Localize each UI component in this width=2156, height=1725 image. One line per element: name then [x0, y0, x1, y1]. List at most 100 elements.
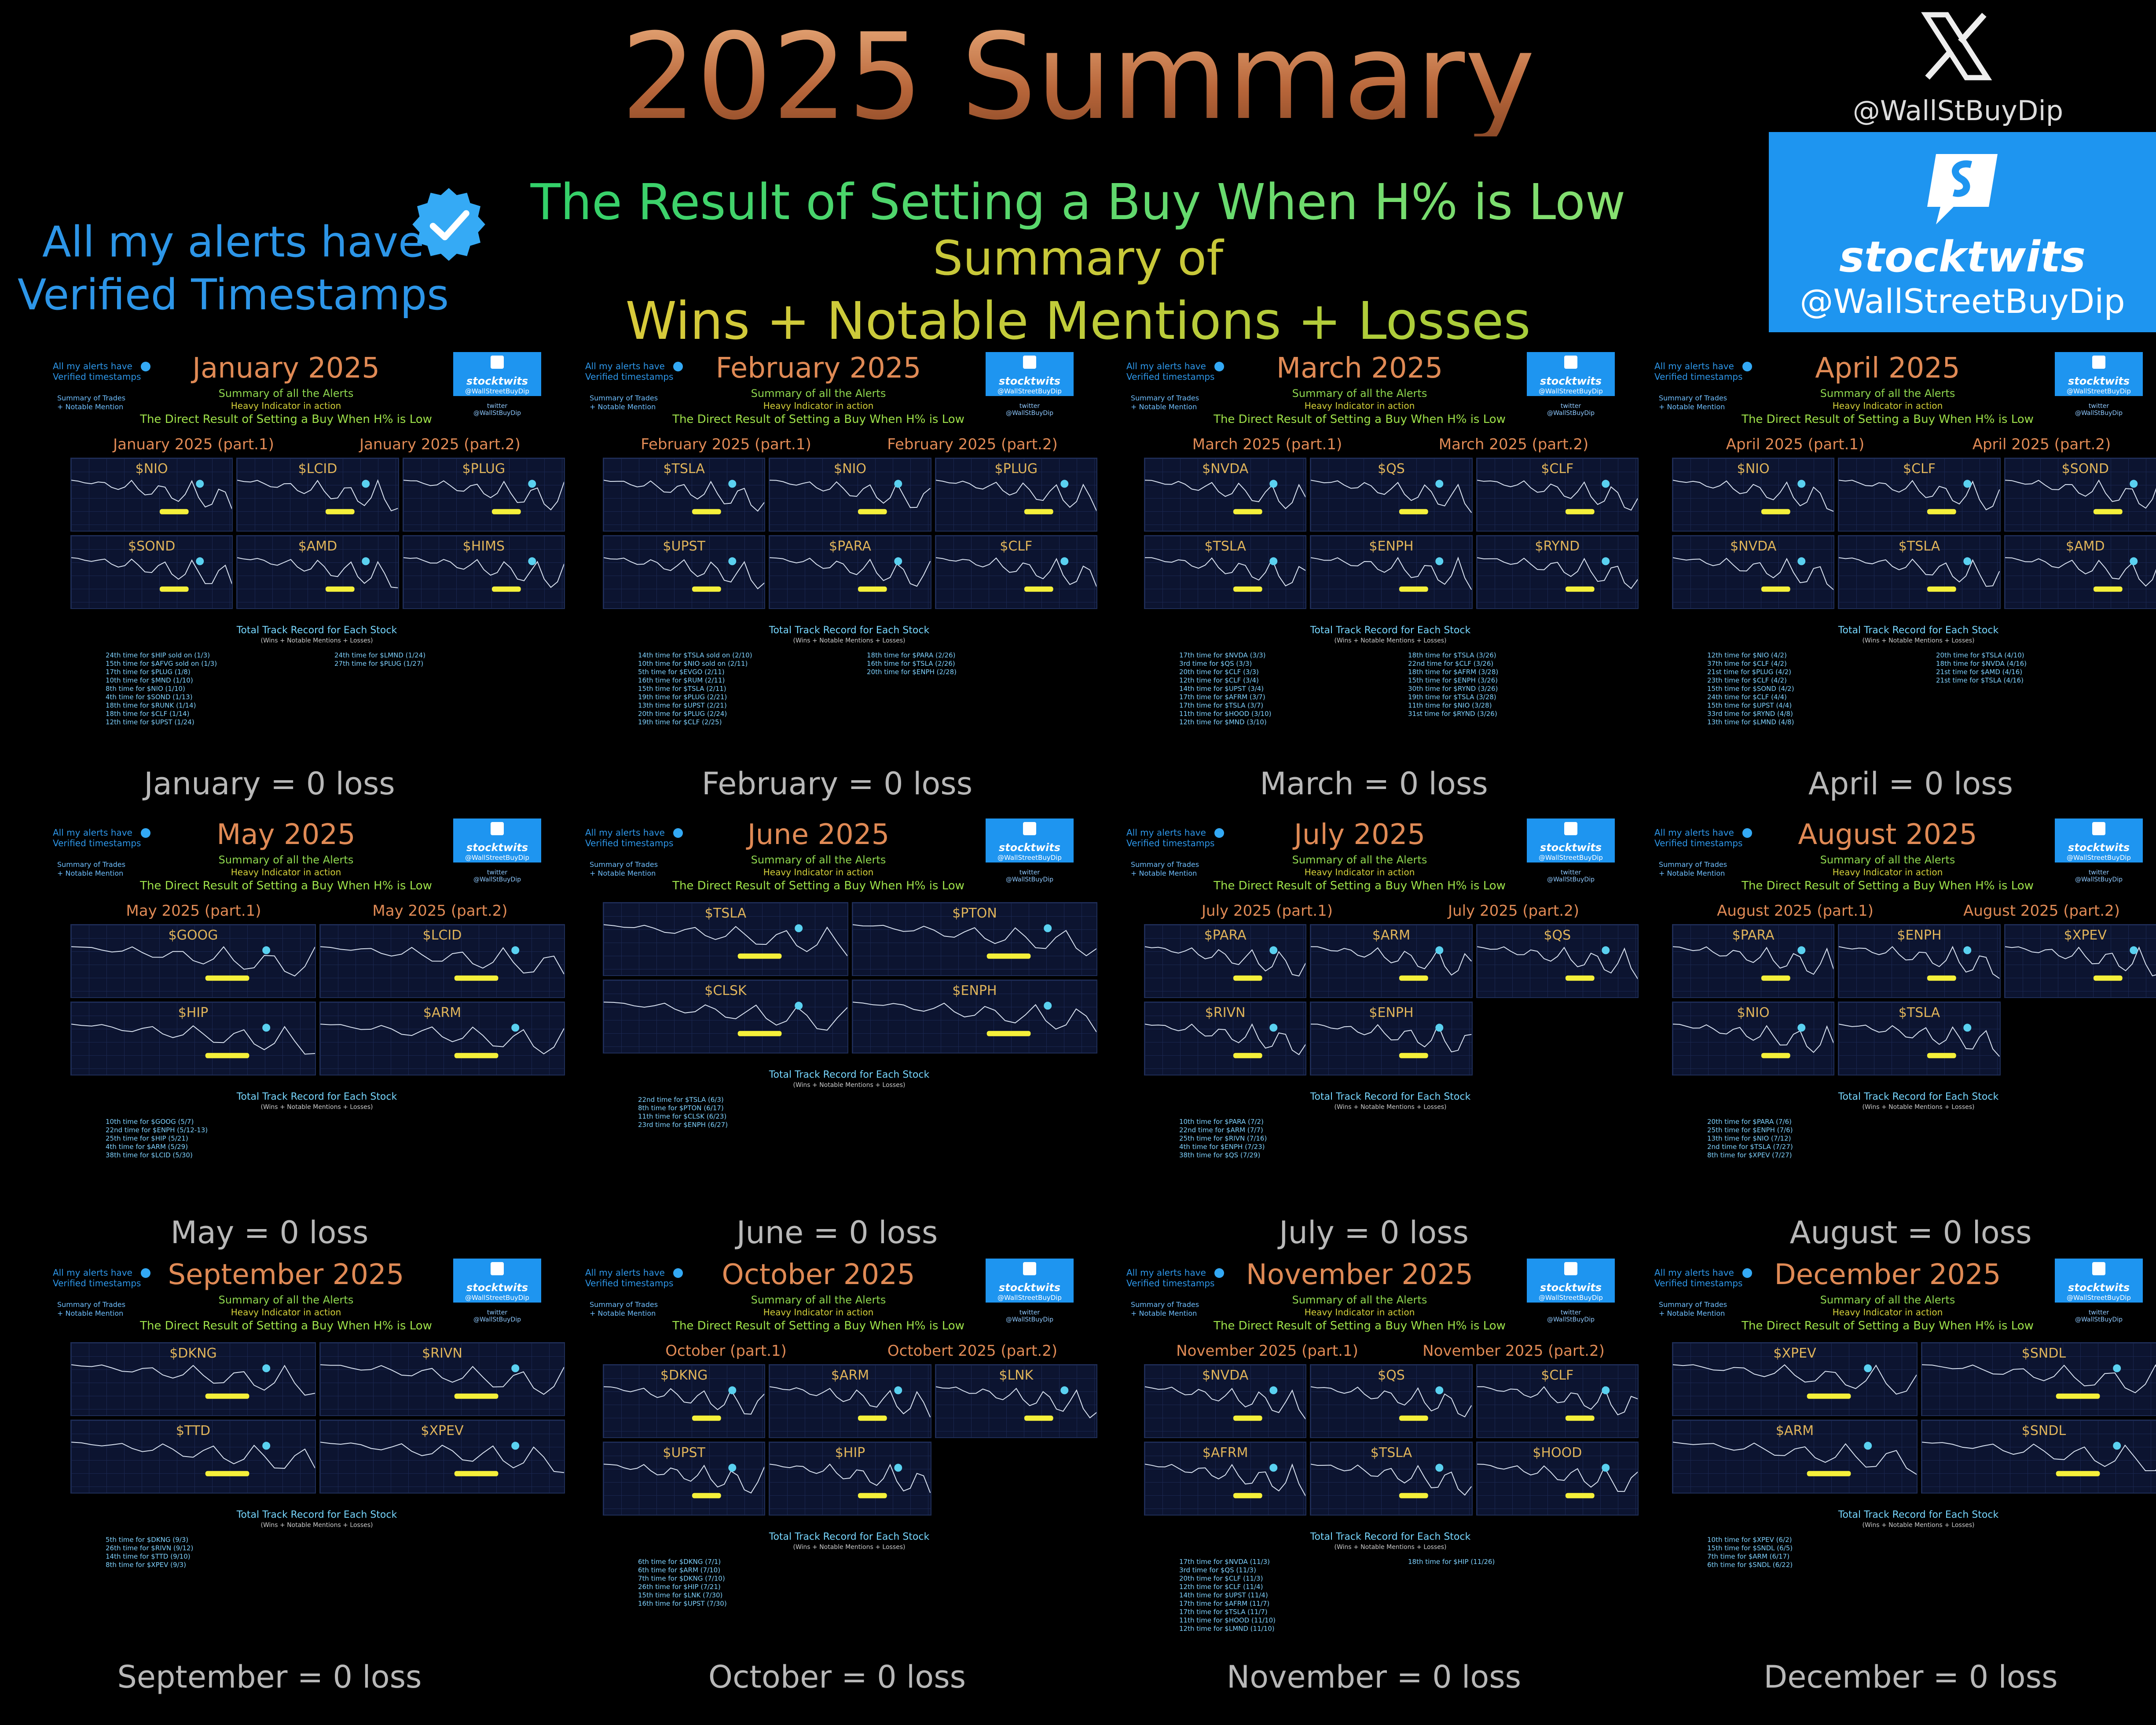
- chart-thumbnail[interactable]: $ENPH: [1310, 1002, 1473, 1075]
- chart-thumbnail[interactable]: $NIO: [1672, 1002, 1835, 1075]
- chart-thumbnail[interactable]: $HIMS: [402, 535, 565, 609]
- panel-heavy-indicator: Heavy Indicator in action: [763, 867, 874, 877]
- panel-stocktwits-box[interactable]: stocktwits@WallStreetBuyDip: [2055, 352, 2143, 396]
- panel-stocktwits-box[interactable]: stocktwits@WallStreetBuyDip: [453, 1259, 541, 1303]
- chart-thumbnail[interactable]: $PLUG: [402, 458, 565, 532]
- x-handle[interactable]: @WallStBuyDip: [1852, 95, 2064, 127]
- chart-thumbnail[interactable]: $SOND: [70, 535, 233, 609]
- chart-thumbnail[interactable]: $LCID: [236, 458, 399, 532]
- buy-highlight: [2093, 586, 2123, 592]
- chart-thumbnail[interactable]: $RIVN: [1144, 1002, 1307, 1075]
- panel-summary-all-alerts: Summary of all the Alerts: [751, 387, 886, 400]
- chart-thumbnail[interactable]: $QS: [1476, 924, 1639, 998]
- panel-stocktwits-box[interactable]: stocktwits@WallStreetBuyDip: [986, 1259, 1074, 1303]
- chart-thumbnail[interactable]: $RYND: [1476, 535, 1639, 609]
- chart-thumbnail[interactable]: $LNK: [935, 1364, 1097, 1438]
- chart-thumbnail[interactable]: $TTD: [70, 1420, 316, 1494]
- panel-stocktwits-handle: @WallStreetBuyDip: [997, 387, 1062, 395]
- chart-thumbnail[interactable]: $AMD: [236, 535, 399, 609]
- chart-thumbnail[interactable]: $HIP: [769, 1442, 931, 1516]
- panel-stocktwits-box[interactable]: stocktwits@WallStreetBuyDip: [2055, 818, 2143, 862]
- chart-thumbnail[interactable]: $ENPH: [1838, 924, 2001, 998]
- chart-thumbnail[interactable]: $XPEV: [1672, 1342, 1918, 1416]
- chart-thumbnail[interactable]: $ARM: [769, 1364, 931, 1438]
- alert-marker: [1797, 480, 1806, 488]
- track-record-subheader: (Wins + Notable Mentions + Losses): [260, 1522, 373, 1529]
- chart-thumbnail[interactable]: $ARM: [1672, 1420, 1918, 1494]
- chart-thumbnail[interactable]: $PARA: [1672, 924, 1835, 998]
- panel-stocktwits-box[interactable]: stocktwits@WallStreetBuyDip: [986, 818, 1074, 862]
- panel-stocktwits-box[interactable]: stocktwits@WallStreetBuyDip: [453, 352, 541, 396]
- chart-thumbnail[interactable]: $DKNG: [603, 1364, 766, 1438]
- chart-thumbnail[interactable]: $SNDL: [1921, 1342, 2156, 1416]
- summary-line-2: + Notable Mention: [57, 403, 124, 411]
- chart-thumbnail[interactable]: $TSLA: [1144, 535, 1307, 609]
- panel-stocktwits-word: stocktwits: [466, 841, 528, 854]
- panel-stocktwits-box[interactable]: stocktwits@WallStreetBuyDip: [1527, 352, 1615, 396]
- panel-twitter-label: twitter@WallStBuyDip: [1003, 403, 1056, 417]
- price-path: [320, 1024, 564, 1055]
- alert-marker: [511, 946, 520, 954]
- price-line: [770, 1386, 931, 1421]
- chart-thumbnail[interactable]: $LCID: [319, 924, 565, 998]
- chart-thumbnail[interactable]: $ARM: [1310, 924, 1473, 998]
- panel-twitter-label: twitter@WallStBuyDip: [1003, 869, 1056, 883]
- chart-thumbnail[interactable]: $TSLA: [1310, 1442, 1473, 1516]
- price-line: [71, 480, 232, 514]
- panel-stocktwits-box[interactable]: stocktwits@WallStreetBuyDip: [986, 352, 1074, 396]
- chart-thumbnail[interactable]: $CLSK: [603, 980, 848, 1053]
- chart-thumbnail[interactable]: $ENPH: [852, 980, 1097, 1053]
- price-path: [1477, 946, 1638, 980]
- chart-thumbnail[interactable]: $ENPH: [1310, 535, 1473, 609]
- x-logo-icon[interactable]: [1918, 9, 1993, 84]
- chart-thumbnail[interactable]: $XPEV: [2004, 924, 2156, 998]
- chart-thumbnail[interactable]: $CLF: [935, 535, 1097, 609]
- chart-thumbnail[interactable]: $CLF: [1838, 458, 2001, 532]
- chart-thumbnail[interactable]: $UPST: [603, 1442, 766, 1516]
- chart-thumbnail[interactable]: $RIVN: [319, 1342, 565, 1416]
- track-record-list-right: 20th time for $TSLA (4/10) 18th time for…: [1936, 651, 2027, 684]
- chart-thumbnail[interactable]: $NIO: [70, 458, 233, 532]
- chart-thumbnail[interactable]: $UPST: [603, 535, 766, 609]
- panel-summary-of-trades: Summary of Trades+ Notable Mention: [1131, 394, 1245, 411]
- chart-thumbnail[interactable]: $QS: [1310, 458, 1473, 532]
- chart-thumbnail[interactable]: $NVDA: [1144, 458, 1307, 532]
- chart-thumbnail[interactable]: $PARA: [769, 535, 931, 609]
- chart-thumbnail[interactable]: $SNDL: [1921, 1420, 2156, 1494]
- chart-thumbnail[interactable]: $NVDA: [1144, 1364, 1307, 1438]
- chart-thumbnail[interactable]: $TSLA: [603, 458, 766, 532]
- panel-twitter-label: twitter@WallStBuyDip: [471, 1309, 524, 1323]
- chart-thumbnail[interactable]: $HOOD: [1476, 1442, 1639, 1516]
- chart-thumbnail[interactable]: $QS: [1310, 1364, 1473, 1438]
- chart-thumbnail[interactable]: $GOOG: [70, 924, 316, 998]
- panel-twitter-label: twitter@WallStBuyDip: [1003, 1309, 1056, 1323]
- chart-thumbnail[interactable]: $NIO: [1672, 458, 1835, 532]
- chart-thumbnail[interactable]: $CLF: [1476, 458, 1639, 532]
- panel-stocktwits-box[interactable]: stocktwits@WallStreetBuyDip: [1527, 818, 1615, 862]
- chart-thumbnail[interactable]: $AFRM: [1144, 1442, 1307, 1516]
- panel-stocktwits-box[interactable]: stocktwits@WallStreetBuyDip: [453, 818, 541, 862]
- chart-thumbnail[interactable]: $HIP: [70, 1002, 316, 1075]
- chart-thumbnail[interactable]: $TSLA: [1838, 535, 2001, 609]
- chart-thumbnail[interactable]: $TSLA: [1838, 1002, 2001, 1075]
- stocktwits-banner[interactable]: stocktwits @WallStreetBuyDip: [1769, 132, 2156, 332]
- panel-direct-result: The Direct Result of Setting a Buy When …: [672, 879, 964, 892]
- chart-thumbnail[interactable]: $SOND: [2004, 458, 2156, 532]
- panel-stocktwits-box[interactable]: stocktwits@WallStreetBuyDip: [1527, 1259, 1615, 1303]
- chart-thumbnail[interactable]: $PTON: [852, 902, 1097, 976]
- chart-thumbnail[interactable]: $PLUG: [935, 458, 1097, 532]
- chart-thumbnail[interactable]: $NIO: [769, 458, 931, 532]
- chart-thumbnail[interactable]: $PARA: [1144, 924, 1307, 998]
- chart-thumbnail[interactable]: $NVDA: [1672, 535, 1835, 609]
- chart-thumbnail[interactable]: $AMD: [2004, 535, 2156, 609]
- buy-highlight: [1761, 509, 1790, 514]
- panel-stocktwits-box[interactable]: stocktwits@WallStreetBuyDip: [2055, 1259, 2143, 1303]
- chart-thumbnail[interactable]: $XPEV: [319, 1420, 565, 1494]
- chart-thumbnail[interactable]: $DKNG: [70, 1342, 316, 1416]
- panel-heavy-indicator: Heavy Indicator in action: [1304, 867, 1415, 877]
- chart-thumbnail[interactable]: $ARM: [319, 1002, 565, 1075]
- chart-thumbnail[interactable]: $TSLA: [603, 902, 848, 976]
- chart-thumbnail[interactable]: $CLF: [1476, 1364, 1639, 1438]
- track-record-subheader: (Wins + Notable Mentions + Losses): [793, 1082, 906, 1089]
